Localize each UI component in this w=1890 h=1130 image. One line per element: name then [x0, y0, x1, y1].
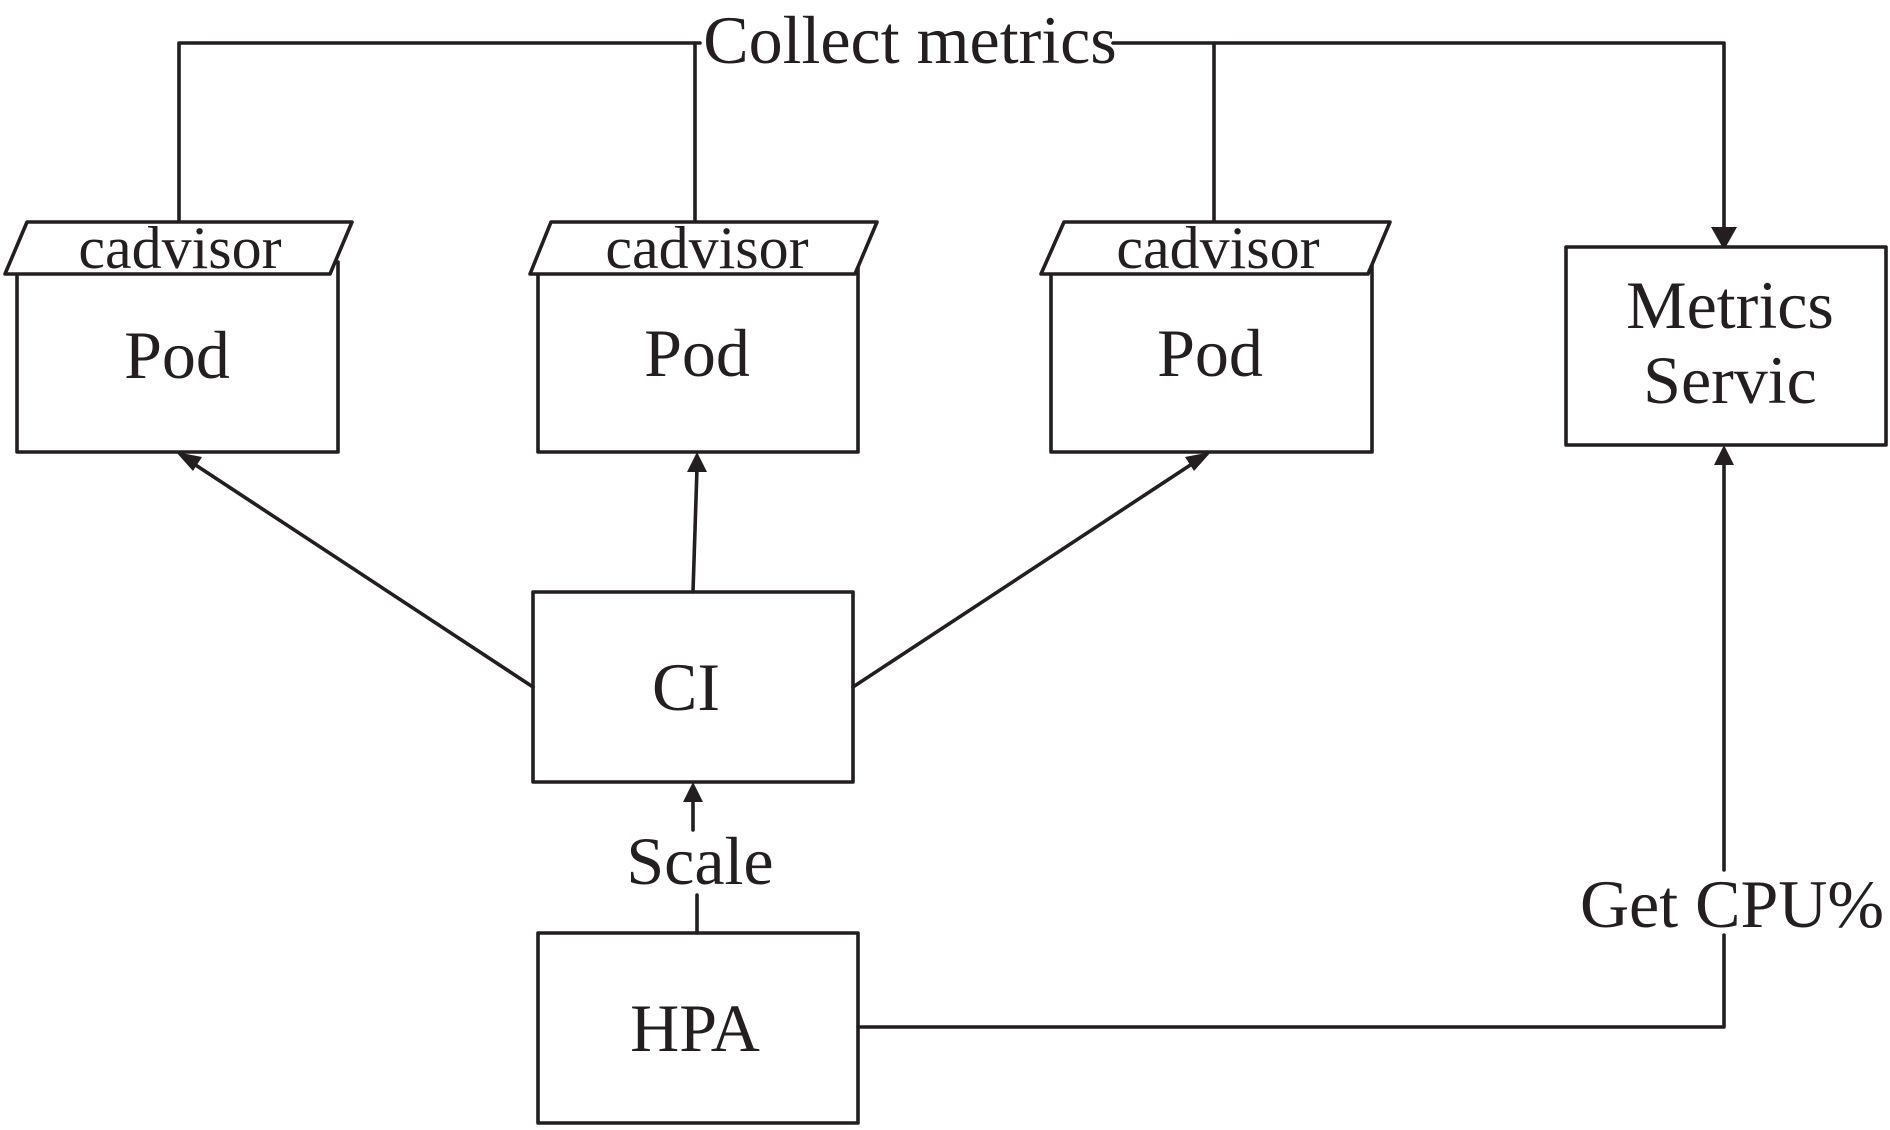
cadvisor-tab-3	[1039, 220, 1392, 276]
scale-label: Scale	[626, 823, 773, 899]
collect-metrics-label: Collect metrics	[703, 2, 1117, 78]
ci-to-pod1-arrow	[176, 452, 202, 471]
collect-bus-right-segment	[1111, 41, 1726, 236]
metrics-service-node: Metrics Servic	[1564, 245, 1888, 447]
pod-label-2: Pod	[644, 315, 750, 391]
ci-to-pod1-line	[186, 458, 535, 689]
collect-bus-left-segment	[177, 41, 702, 224]
scale-arrow	[683, 782, 703, 802]
get-cpu-arrow	[1714, 445, 1734, 465]
collect-arrow-to-metrics	[1711, 227, 1737, 250]
cadvisor-label-3: cadvisor	[1116, 215, 1319, 281]
cadvisor-label-1: cadvisor	[78, 215, 281, 281]
pod-node-1: cadvisor Pod	[3, 215, 354, 454]
metrics-service-label-line1: Metrics	[1626, 267, 1834, 343]
pod-node-3: cadvisor Pod	[1039, 215, 1392, 454]
ci-to-pod2-line	[691, 466, 699, 594]
cadvisor-label-2: cadvisor	[605, 215, 808, 281]
ci-to-pod3-line	[851, 458, 1200, 689]
pod-node-2: cadvisor Pod	[528, 215, 879, 454]
pod-box-2	[536, 260, 860, 454]
cadvisor-tab-1	[3, 220, 354, 276]
get-cpu-line-lower	[856, 933, 1726, 1029]
pod-box-1	[15, 260, 340, 454]
ci-to-pods-connectors	[176, 452, 1211, 689]
ci-label: CI	[652, 649, 720, 725]
collect-metrics-connector	[177, 41, 1737, 250]
ci-to-pod3-arrow	[1185, 452, 1211, 471]
pod-label-1: Pod	[124, 317, 230, 393]
metrics-service-label-line2: Servic	[1643, 342, 1817, 418]
cadvisor-tab-2	[528, 220, 879, 276]
hpa-node: HPA	[536, 931, 860, 1125]
scale-connector	[683, 782, 703, 935]
ci-node: CI	[531, 590, 855, 784]
get-cpu-label: Get CPU%	[1580, 866, 1884, 942]
hpa-label: HPA	[630, 990, 760, 1066]
ci-to-pod2-arrow	[687, 452, 707, 472]
metrics-service-box	[1564, 245, 1888, 447]
get-cpu-connector	[856, 445, 1734, 1029]
pod-label-3: Pod	[1157, 315, 1263, 391]
